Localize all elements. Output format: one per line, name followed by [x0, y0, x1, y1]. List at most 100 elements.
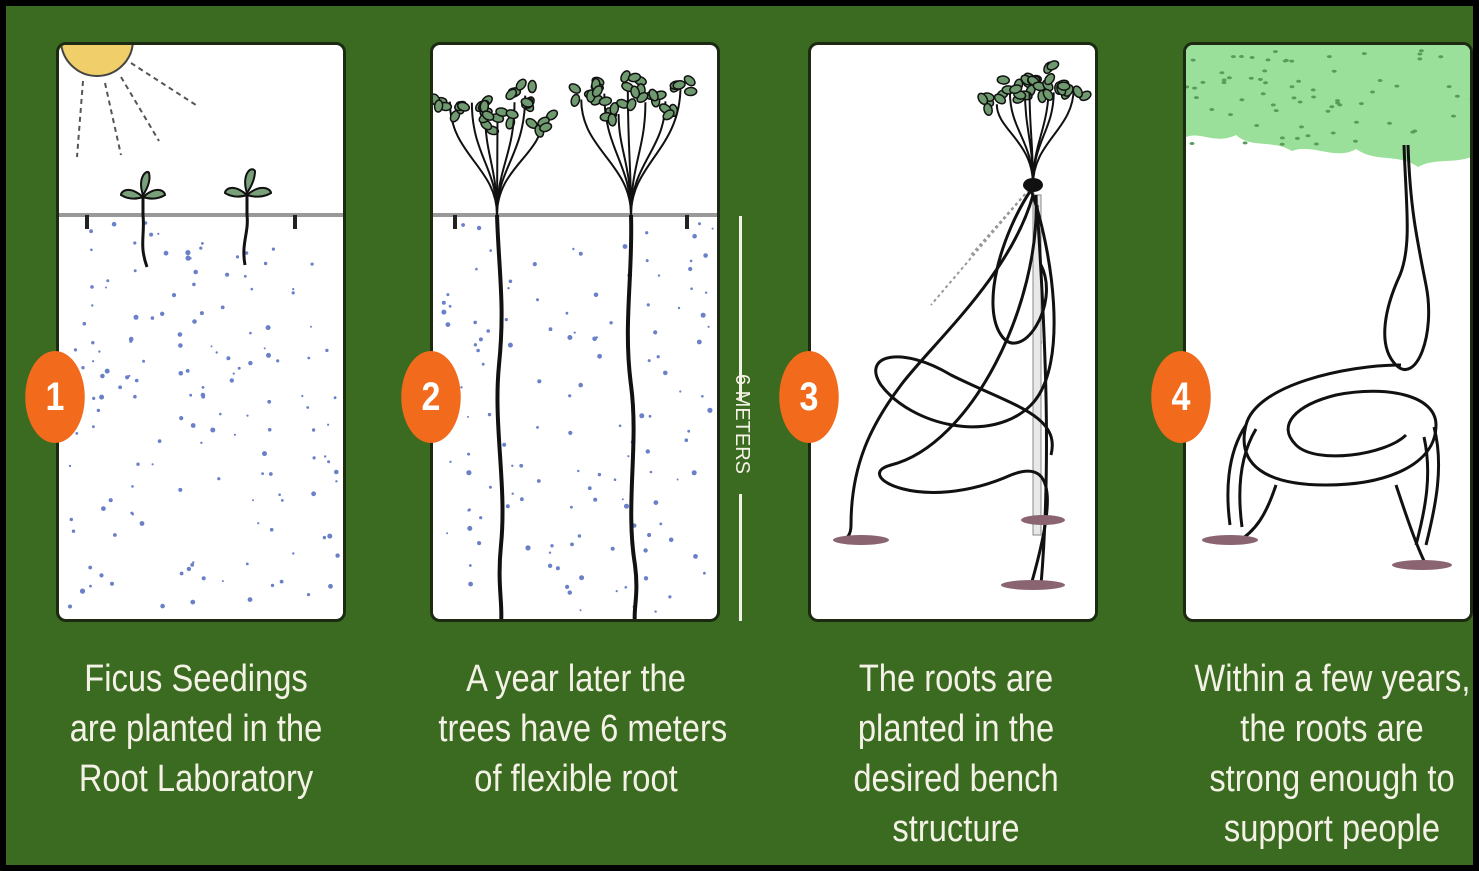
mist-dot [270, 528, 274, 532]
mist-dot [328, 584, 333, 589]
leaf-speckle [1274, 109, 1279, 112]
mist-dot [625, 586, 628, 589]
mist-dot [690, 287, 693, 290]
leaf-speckle [1470, 124, 1473, 127]
leaf-speckle [1258, 78, 1263, 81]
leaf-speckle [1280, 143, 1285, 146]
mist-dot [105, 369, 110, 374]
mist-dot [281, 499, 284, 502]
mist-dot [160, 312, 164, 316]
leaf-speckle [1438, 55, 1443, 58]
caption-line: support people [1194, 804, 1469, 854]
caption-line: A year later the [438, 654, 713, 704]
mist-dot [647, 533, 651, 537]
mist-dot [134, 269, 137, 272]
mist-dot [707, 408, 712, 413]
mist-dot [616, 590, 618, 592]
mist-dot [178, 343, 183, 348]
mist-dot [334, 470, 339, 475]
mist-dot [502, 443, 506, 447]
mist-dot [520, 497, 524, 501]
mist-dot [622, 498, 624, 500]
mist-dot [323, 536, 326, 539]
leaf-speckle [1192, 87, 1197, 90]
mist-dot [505, 318, 508, 321]
mist-dot [72, 530, 75, 533]
leaf [1058, 82, 1070, 91]
mist-dot [475, 268, 478, 271]
mist-dot [311, 263, 314, 266]
mist-dot [537, 479, 541, 483]
mist-dot [172, 293, 176, 297]
mist-dot [142, 360, 145, 363]
mist-dot [657, 355, 660, 358]
mist-dot [257, 522, 259, 524]
leaf-speckle [1295, 137, 1300, 140]
mist-dot [649, 415, 652, 418]
mist-dot [325, 349, 328, 352]
mist-dot [474, 343, 477, 346]
scale-label: 6 METERS [731, 374, 753, 470]
step-2-panel [430, 42, 720, 622]
step-3-badge: 3 [779, 351, 839, 443]
mist-dot [460, 386, 462, 388]
mist-dot [708, 326, 710, 328]
mist-dot [158, 439, 162, 443]
leaf [997, 75, 1010, 84]
mist-dot [476, 349, 480, 353]
mist-dot [446, 532, 448, 534]
leaf-speckle [1209, 108, 1214, 111]
mist-dot [105, 287, 107, 289]
step-1-panel [56, 42, 346, 622]
mist-dot [335, 480, 337, 482]
leaf-speckle [1332, 70, 1337, 73]
mist-dot [578, 534, 581, 537]
mist-dot [133, 395, 137, 399]
mist-dot [568, 590, 572, 594]
mist-dot [271, 584, 274, 587]
mist-dot [164, 251, 169, 256]
infographic: 6 METERS [6, 6, 1473, 865]
seedlings-illustration [59, 45, 346, 622]
mist-dot [92, 397, 95, 400]
step-3-caption: The roots are planted in the desired ben… [818, 654, 1093, 854]
leaf-speckle [1359, 102, 1364, 105]
leaf-speckle [1362, 52, 1367, 55]
mist-dot [99, 395, 104, 400]
mist-dot [89, 585, 92, 588]
mist-dot [110, 582, 114, 586]
leaf [528, 80, 536, 92]
mist-dot [307, 593, 310, 596]
leaf-speckle [1250, 56, 1255, 59]
mist-dot [261, 472, 264, 475]
mist-dot [200, 311, 204, 315]
step-3-panel [808, 42, 1098, 622]
mist-dot [201, 395, 205, 399]
mist-dot [99, 573, 103, 577]
leaf-speckle [1311, 88, 1316, 91]
mist-dot [335, 553, 339, 557]
mist-dot [690, 260, 693, 263]
mist-dot [568, 431, 572, 435]
mist-dot [693, 554, 698, 559]
mist-dot [160, 604, 165, 609]
mist-dot [449, 305, 452, 308]
mist-dot [133, 241, 136, 244]
mist-dot [192, 283, 196, 287]
leaf-speckle [1194, 96, 1199, 99]
mist-dot [225, 273, 229, 277]
caption-line: are planted in the [58, 704, 333, 754]
mist-dot [193, 270, 198, 275]
mist-dot [467, 453, 470, 456]
step-4-caption: Within a few years, the roots are strong… [1194, 654, 1469, 854]
mist-dot [685, 438, 689, 442]
mist-dot [614, 478, 617, 481]
mist-dot [210, 428, 215, 433]
mist-dot [519, 464, 523, 468]
leaf-speckle [1455, 95, 1460, 98]
mist-dot [251, 288, 254, 291]
mist-dot [556, 566, 560, 570]
mist-dot [568, 394, 571, 397]
mist-dot [533, 262, 537, 266]
leaf-speckle [1200, 81, 1205, 84]
